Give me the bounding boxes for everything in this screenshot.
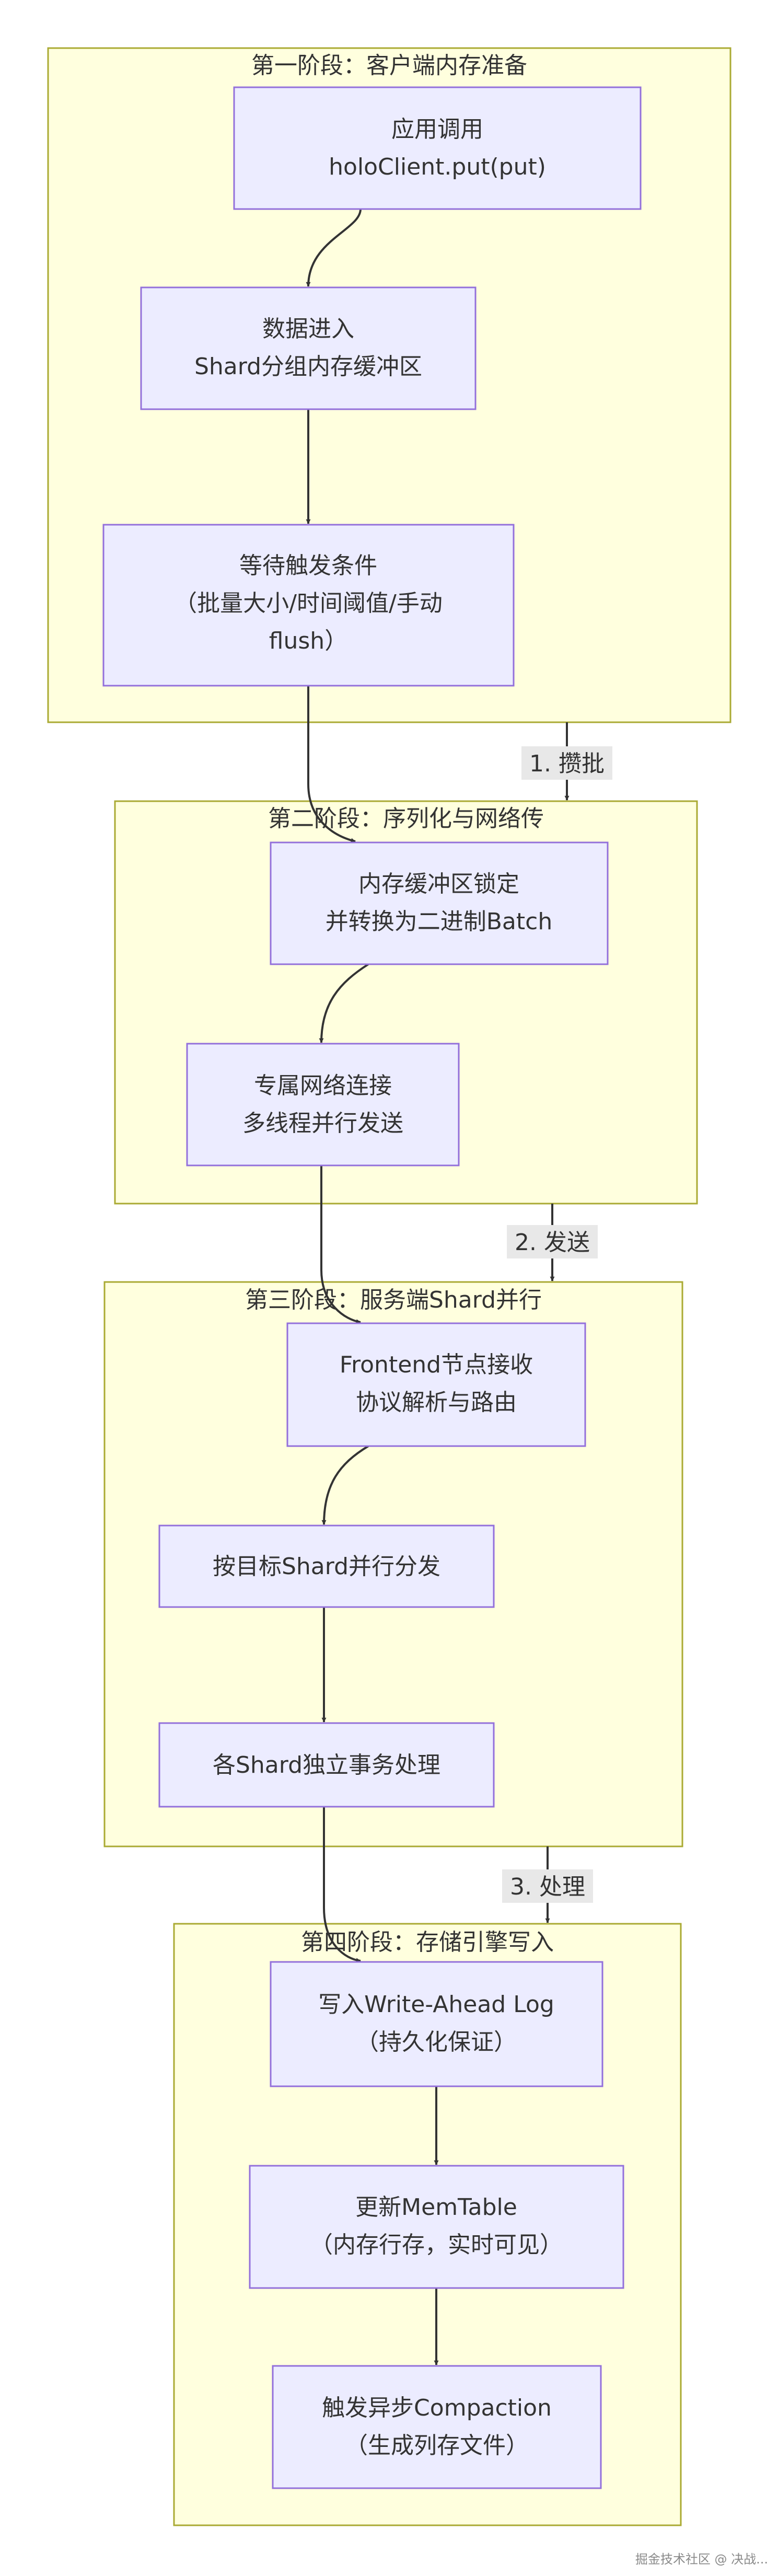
node-async-compaction-line-2: （生成列存文件）: [345, 2432, 529, 2459]
node-wait-trigger: 等待触发条件 （批量大小/时间阈值/手动 flush）: [102, 524, 515, 687]
node-update-memtable-line-2: （内存行存，实时可见）: [310, 2232, 563, 2258]
node-app-call-line-1: 应用调用: [391, 116, 483, 143]
node-write-wal-line-1: 写入Write-Ahead Log: [318, 1991, 554, 2018]
node-shard-transaction: 各Shard独立事务处理: [158, 1722, 495, 1808]
node-shard-transaction-line-1: 各Shard独立事务处理: [213, 1752, 440, 1778]
node-async-compaction: 触发异步Compaction （生成列存文件）: [272, 2365, 602, 2489]
edge-send-to-frontend: [320, 1165, 361, 1324]
node-parallel-send-line-2: 多线程并行发送: [242, 1110, 403, 1137]
edge-label-2-text: 2. 发送: [515, 1229, 590, 1256]
edge-label-3: 3. 处理: [502, 1869, 593, 1903]
node-lock-convert-line-2: 并转换为二进制Batch: [326, 908, 552, 935]
edge-call-to-buffer: [306, 209, 362, 287]
edge-transaction-to-wal: [323, 1807, 361, 1963]
node-update-memtable: 更新MemTable （内存行存，实时可见）: [249, 2165, 624, 2289]
node-wait-trigger-line-1: 等待触发条件: [239, 552, 377, 579]
node-shard-buffer: 数据进入 Shard分组内存缓冲区: [140, 286, 477, 410]
edge-label-1-text: 1. 攒批: [529, 750, 605, 777]
node-frontend-receive: Frontend节点接收 协议解析与路由: [286, 1322, 586, 1447]
node-update-memtable-line-1: 更新MemTable: [355, 2194, 517, 2221]
node-shard-buffer-line-1: 数据进入: [262, 316, 354, 342]
node-wait-trigger-line-2: （批量大小/时间阈值/手动: [174, 590, 443, 617]
node-write-wal-line-2: （持久化保证）: [356, 2029, 517, 2055]
edge-lock-to-send: [319, 963, 369, 1043]
node-app-call: 应用调用 holoClient.put(put): [233, 86, 642, 210]
node-app-call-line-2: holoClient.put(put): [329, 154, 546, 180]
node-frontend-receive-line-1: Frontend节点接收: [340, 1351, 533, 1378]
node-async-compaction-line-1: 触发异步Compaction: [322, 2395, 552, 2421]
edge-label-1: 1. 攒批: [521, 746, 612, 780]
node-lock-convert-line-1: 内存缓冲区锁定: [358, 871, 519, 897]
edge-label-2: 2. 发送: [507, 1225, 598, 1258]
edges: [306, 209, 570, 2365]
node-write-wal: 写入Write-Ahead Log （持久化保证）: [270, 1961, 603, 2087]
edge-wait-to-lock: [307, 686, 356, 843]
stage-2-title: 第二阶段：序列化与网络传: [268, 805, 544, 832]
node-wait-trigger-line-3: flush）: [269, 628, 347, 654]
node-shard-dispatch: 按目标Shard并行分发: [158, 1524, 495, 1608]
stage-1-title: 第一阶段：客户端内存准备: [251, 52, 527, 79]
node-shard-buffer-line-2: Shard分组内存缓冲区: [194, 353, 422, 380]
edge-frontend-to-dispatch: [321, 1445, 369, 1525]
stage-3-title: 第三阶段：服务端Shard并行: [245, 1287, 542, 1313]
node-frontend-receive-line-2: 协议解析与路由: [356, 1389, 517, 1416]
edge-label-3-text: 3. 处理: [510, 1874, 585, 1900]
stage-4-title: 第四阶段：存储引擎写入: [301, 1929, 554, 1956]
node-lock-convert: 内存缓冲区锁定 并转换为二进制Batch: [270, 841, 609, 965]
watermark: 掘金技术社区 @ 决战...: [635, 2552, 768, 2567]
node-parallel-send-line-1: 专属网络连接: [254, 1072, 392, 1099]
node-shard-dispatch-line-1: 按目标Shard并行分发: [213, 1553, 440, 1580]
node-parallel-send: 专属网络连接 多线程并行发送: [186, 1043, 460, 1166]
